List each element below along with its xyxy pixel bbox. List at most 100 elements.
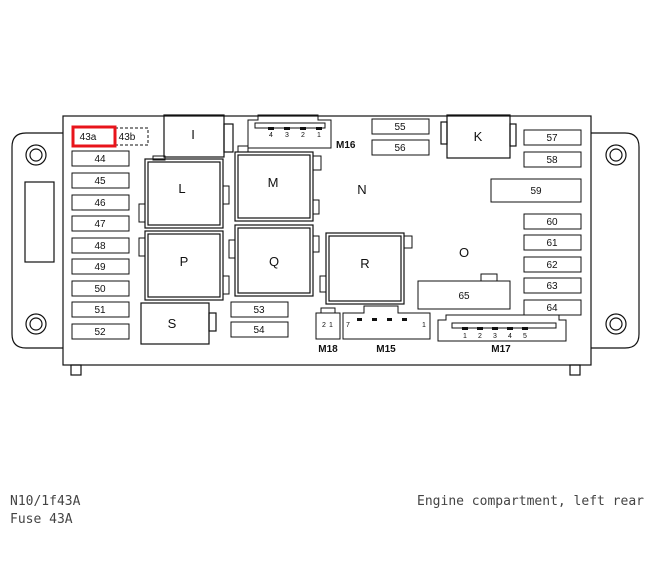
m16-pin-4-label: 4 [269,132,273,139]
m17-pin-5 [522,327,528,330]
m17-pin-5-label: 5 [523,333,527,340]
m17-pin-1 [462,327,468,330]
fuse-58-label: 58 [546,155,558,166]
fuse-59-label: 59 [530,186,542,197]
relay-k-label: K [474,129,483,144]
fuse-54-label: 54 [253,325,265,336]
fuse-name: Fuse 43A [10,512,73,527]
relay-k-side-right [509,123,517,147]
fuse-44-outline [71,150,130,167]
fuse-50-label: 50 [94,284,106,295]
m15-pin-a [357,318,362,321]
m17-pin-3 [492,327,498,330]
m16-pin-3-label: 3 [285,132,289,139]
right-mounting-ear [591,132,640,349]
m15-pin-left-label: 7 [346,322,350,329]
fuse-61-label: 61 [546,238,558,249]
fuse-59-outline [490,178,582,203]
m17-pin-2-label: 2 [478,333,482,340]
relay-r-clip-left [319,275,327,293]
fuse-box-outline [62,115,592,366]
fuse-44-label: 44 [94,154,106,165]
relay-m-outline [234,151,314,222]
fuse-65-label: 65 [458,291,470,302]
mount-hole-top-left-inner [29,148,43,162]
fuse-60-label: 60 [546,217,558,228]
m16-pin-1-label: 1 [317,132,321,139]
m16-pin-1 [316,127,322,130]
fuse-63-label: 63 [546,281,558,292]
fuse-58-outline [523,151,582,168]
fuse-48-outline [71,237,130,254]
fuse-47-label: 47 [94,219,106,230]
relay-m-clip-right [312,155,322,171]
relay-r-label: R [360,256,369,271]
fuse-52-outline [71,323,130,340]
relay-p-clip-left [138,237,146,257]
fuse-45-label: 45 [94,176,106,187]
fuse-65-clip [480,273,498,282]
mount-hole-top-right [605,144,627,166]
fuse-43a-highlight[interactable] [71,125,117,148]
fuse-43a-label: 43a [80,132,97,143]
bottom-tab-right [569,364,581,376]
fuse-60-outline [523,213,582,230]
fuse-51-label: 51 [94,305,106,316]
relay-q-outline [234,224,314,297]
fuse-ref-code: N10/1f43A [10,494,81,509]
fuse-50-outline [71,280,130,297]
connector-m16-outline [247,114,332,149]
mount-hole-bottom-right-inner [609,317,623,331]
relay-r-outline [325,232,405,305]
m15-pin-b [372,318,377,321]
m17-pin-1-label: 1 [463,333,467,340]
connector-m16-label: M16 [336,140,356,151]
m15-pin-right-label: 1 [422,322,426,329]
fuse-48-label: 48 [94,241,106,252]
relay-q-clip-right [312,235,320,253]
fuse-61-outline [523,234,582,251]
connector-m17-outline [437,314,567,342]
mount-hole-bottom-right [605,313,627,335]
m16-pin-2 [300,127,306,130]
m16-pin-2-label: 2 [301,132,305,139]
zone-o-label: O [459,245,469,260]
mount-hole-top-right-inner [609,148,623,162]
zone-n-label: N [357,182,366,197]
relay-l-inner [147,161,221,226]
relay-p-inner [147,233,221,298]
relay-l-clip-top [152,155,166,161]
fuse-49-outline [71,258,130,275]
fuse-55-outline [371,118,430,135]
connector-m18-label: M18 [318,344,338,355]
mount-hole-bottom-left [25,313,47,335]
fuse-62-outline [523,256,582,273]
fuse-57-outline [523,129,582,146]
fuse-64-label: 64 [546,303,558,314]
relay-l-label: L [178,181,185,196]
connector-m18-outline [315,312,341,340]
relay-q-inner [237,227,311,294]
m18-pin-2-label: 2 [322,322,326,329]
fuse-57-label: 57 [546,133,558,144]
fuse-47-outline [71,215,130,232]
relay-s-side [208,312,217,332]
left-side-slot [24,181,55,263]
connector-m17-label: M17 [491,344,511,355]
m18-pin-1-label: 1 [329,322,333,329]
relay-r-clip-top [403,235,413,249]
fuse-46-label: 46 [94,198,106,209]
fuse-46-outline [71,194,130,211]
fuse-51-outline [71,301,130,318]
fuse-45-outline [71,172,130,189]
fuse-56-label: 56 [394,143,406,154]
fuse-54-outline [230,321,289,338]
relay-i-label: I [191,127,195,142]
connector-m15-outline [342,305,431,340]
relay-m-inner [237,154,311,219]
m17-pin-4 [507,327,513,330]
fuse-49-label: 49 [94,262,106,273]
mount-hole-top-left [25,144,47,166]
m15-pin-c [387,318,392,321]
